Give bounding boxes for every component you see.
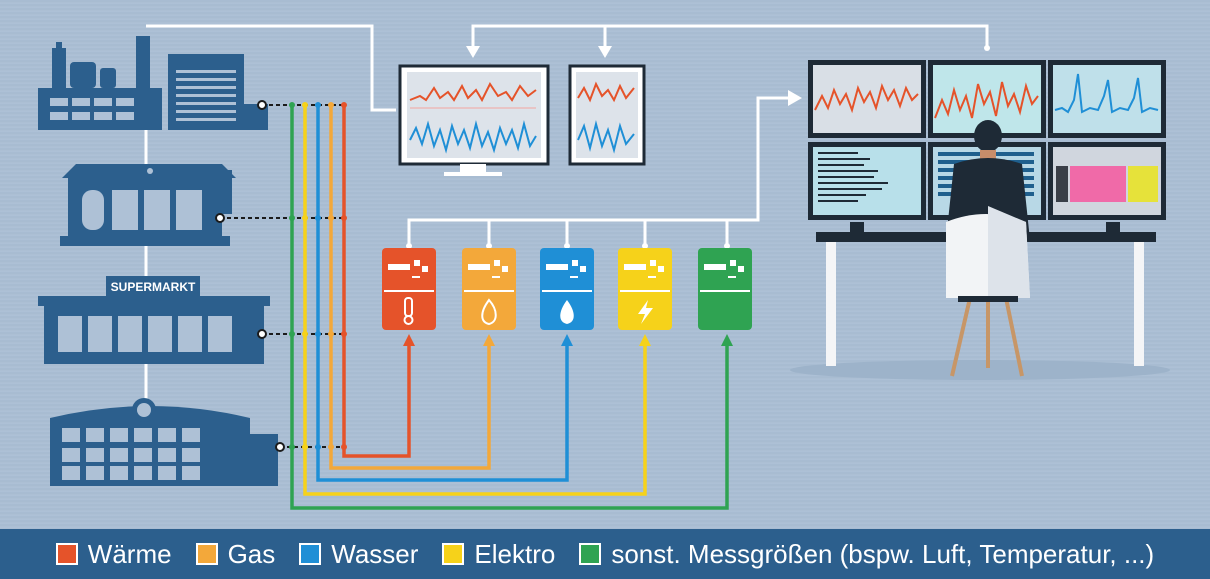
- meter-gas: [462, 248, 516, 330]
- building-connector-lines: [215, 100, 346, 452]
- flame-icon: [481, 298, 497, 326]
- meter-input-arrowheads: [403, 334, 733, 346]
- central-monitor-right: [568, 64, 646, 166]
- warehouse-building: [50, 398, 278, 486]
- meter-wasser: [540, 248, 594, 330]
- legend-item-elektro: Elektro: [442, 539, 555, 570]
- data-flow-arrowheads: [466, 46, 802, 106]
- legend-swatch-waerme: [55, 543, 78, 565]
- legend-label-gas: Gas: [227, 538, 276, 569]
- supermarket-sign: SUPERMARKT: [111, 280, 196, 294]
- data-flow-lines: [146, 24, 989, 248]
- supply-junction-dots: [289, 102, 347, 450]
- legend-item-sonst: sonst. Messgrößen (bspw. Luft, Temperatu…: [579, 539, 1154, 570]
- legend-label-sonst: sonst. Messgrößen (bspw. Luft, Temperatu…: [611, 538, 1155, 569]
- legend-label-elektro: Elektro: [474, 538, 556, 569]
- legend-swatch-gas: [195, 543, 218, 565]
- supply-lines: [290, 105, 729, 510]
- factory-building: [38, 36, 268, 130]
- operator-person: [946, 120, 1030, 377]
- legend-item-wasser: Wasser: [299, 539, 418, 570]
- meter-sonst: [698, 248, 752, 330]
- bakery-building: [60, 164, 236, 246]
- control-room-monitor-wall: [808, 60, 1166, 220]
- supermarket-building: SUPERMARKT: [38, 276, 270, 364]
- legend-item-gas: Gas: [195, 538, 276, 570]
- legend-swatch-sonst: [579, 543, 602, 565]
- legend-swatch-elektro: [442, 543, 465, 565]
- legend-bar: Wärme Gas Wasser Elektro sonst. Messgröß…: [0, 529, 1210, 579]
- thermometer-icon: [403, 297, 414, 325]
- legend-swatch-wasser: [299, 543, 322, 565]
- legend-label-wasser: Wasser: [331, 538, 419, 569]
- meter-waerme: [382, 248, 436, 330]
- water-drop-icon: [560, 300, 574, 324]
- central-monitor-left: [398, 64, 550, 176]
- data-flow-dots: [406, 45, 990, 249]
- legend-label-waerme: Wärme: [87, 538, 172, 569]
- meter-elektro: [618, 248, 672, 330]
- diagram-canvas: SUPERMARKT: [38, 24, 1170, 510]
- lightning-icon: [638, 300, 653, 324]
- legend-item-waerme: Wärme: [55, 538, 172, 570]
